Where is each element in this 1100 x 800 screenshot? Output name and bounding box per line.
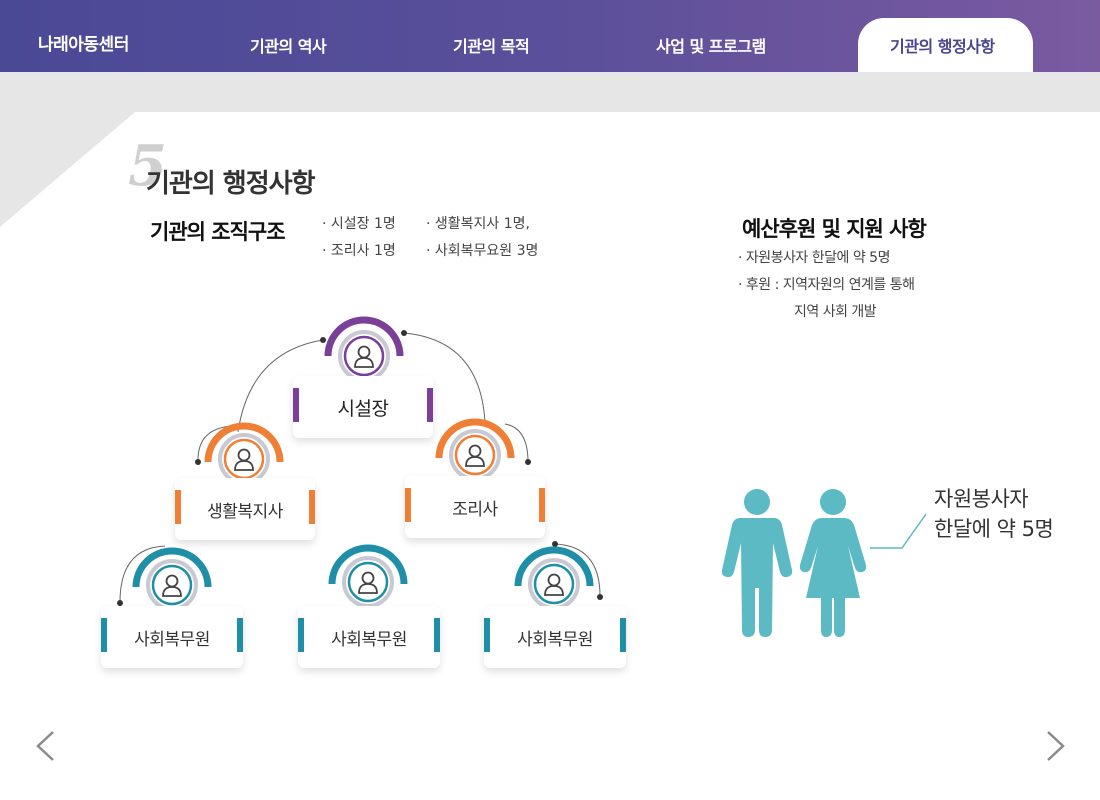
org-item-staff: · 사회복무요원 3명 [426, 243, 539, 259]
support-line-volunteer: · 자원봉사자 한달에 약 5명 [738, 250, 890, 266]
nav-active-tab [858, 18, 1033, 72]
cook-person-icon [435, 418, 515, 481]
connector-staff-right [554, 543, 601, 597]
connector-dots [117, 330, 603, 606]
org-structure-title: 기관의 조직구조 [150, 220, 286, 244]
volunteer-callout-line [870, 513, 927, 549]
node-staff-1: 사회복무원 [101, 606, 243, 668]
volunteer-figures-icon [721, 489, 867, 637]
node-staff-3: 사회복무원 [484, 606, 626, 668]
node-welfare-label: 생활복지사 [207, 501, 283, 522]
support-line-sponsor-cont: 지역 사회 개발 [794, 304, 877, 320]
chevron-left-icon [36, 731, 54, 761]
section-number: 5 [128, 133, 167, 199]
nav-item-programs[interactable]: 사업 및 프로그램 [656, 37, 766, 56]
chart-connectors [119, 332, 601, 603]
volunteer-callout: 자원봉사자 한달에 약 5명 [934, 484, 1054, 544]
connector-director-cook [403, 332, 486, 423]
node-staff-3-label: 사회복무원 [517, 629, 593, 650]
node-staff-2: 사회복무원 [298, 606, 440, 668]
support-line-sponsor: · 후원 : 지역자원의 연계를 통해 [738, 277, 915, 293]
nav-divider [0, 72, 1100, 74]
brand-logo[interactable]: 나래아동센터 [38, 35, 129, 55]
org-item-welfare: · 생활복지사 1명, [426, 216, 530, 232]
female-figure-icon [799, 489, 867, 637]
content-panel [0, 112, 1100, 800]
staff-1-person-icon [132, 547, 212, 611]
next-slide-button[interactable] [1044, 728, 1068, 771]
page-title: 기관의 행정사항 [146, 169, 315, 199]
volunteer-callout-line-2: 한달에 약 5명 [934, 517, 1054, 541]
node-director-label: 시설장 [337, 397, 389, 420]
chevron-right-icon [1047, 731, 1065, 761]
org-structure-list: · 시설장 1명 · 생활복지사 1명, · 조리사 1명 · 사회복무요원 3명 [322, 211, 538, 265]
connector-director-welfare [237, 339, 324, 433]
connector-staff-left [119, 545, 166, 603]
male-figure-icon [721, 489, 793, 637]
node-cook: 조리사 [405, 476, 545, 538]
org-item-cook: · 조리사 1명 [322, 243, 396, 259]
node-welfare: 생활복지사 [175, 478, 315, 540]
node-staff-2-label: 사회복무원 [331, 629, 407, 650]
connector-cook-right [504, 423, 529, 463]
decorative-corner [0, 112, 135, 227]
support-title: 예산후원 및 지원 사항 [742, 217, 927, 241]
node-cook-label: 조리사 [452, 499, 498, 520]
welfare-person-icon [204, 422, 284, 485]
volunteer-callout-line-1: 자원봉사자 [934, 487, 1029, 511]
top-navigation: 나래아동센터 기관의 역사 기관의 목적 사업 및 프로그램 기관의 행정사항 [0, 0, 1100, 72]
staff-3-person-icon [514, 546, 594, 610]
node-staff-1-label: 사회복무원 [134, 629, 210, 650]
nav-item-purpose[interactable]: 기관의 목적 [453, 37, 530, 56]
nav-item-history[interactable]: 기관의 역사 [250, 37, 327, 56]
director-person-icon [324, 316, 404, 382]
node-director: 시설장 [293, 376, 433, 438]
prev-slide-button[interactable] [33, 728, 57, 771]
nav-item-administration[interactable]: 기관의 행정사항 [890, 37, 995, 56]
org-item-director: · 시설장 1명 [322, 216, 396, 232]
staff-2-person-icon [328, 544, 408, 608]
